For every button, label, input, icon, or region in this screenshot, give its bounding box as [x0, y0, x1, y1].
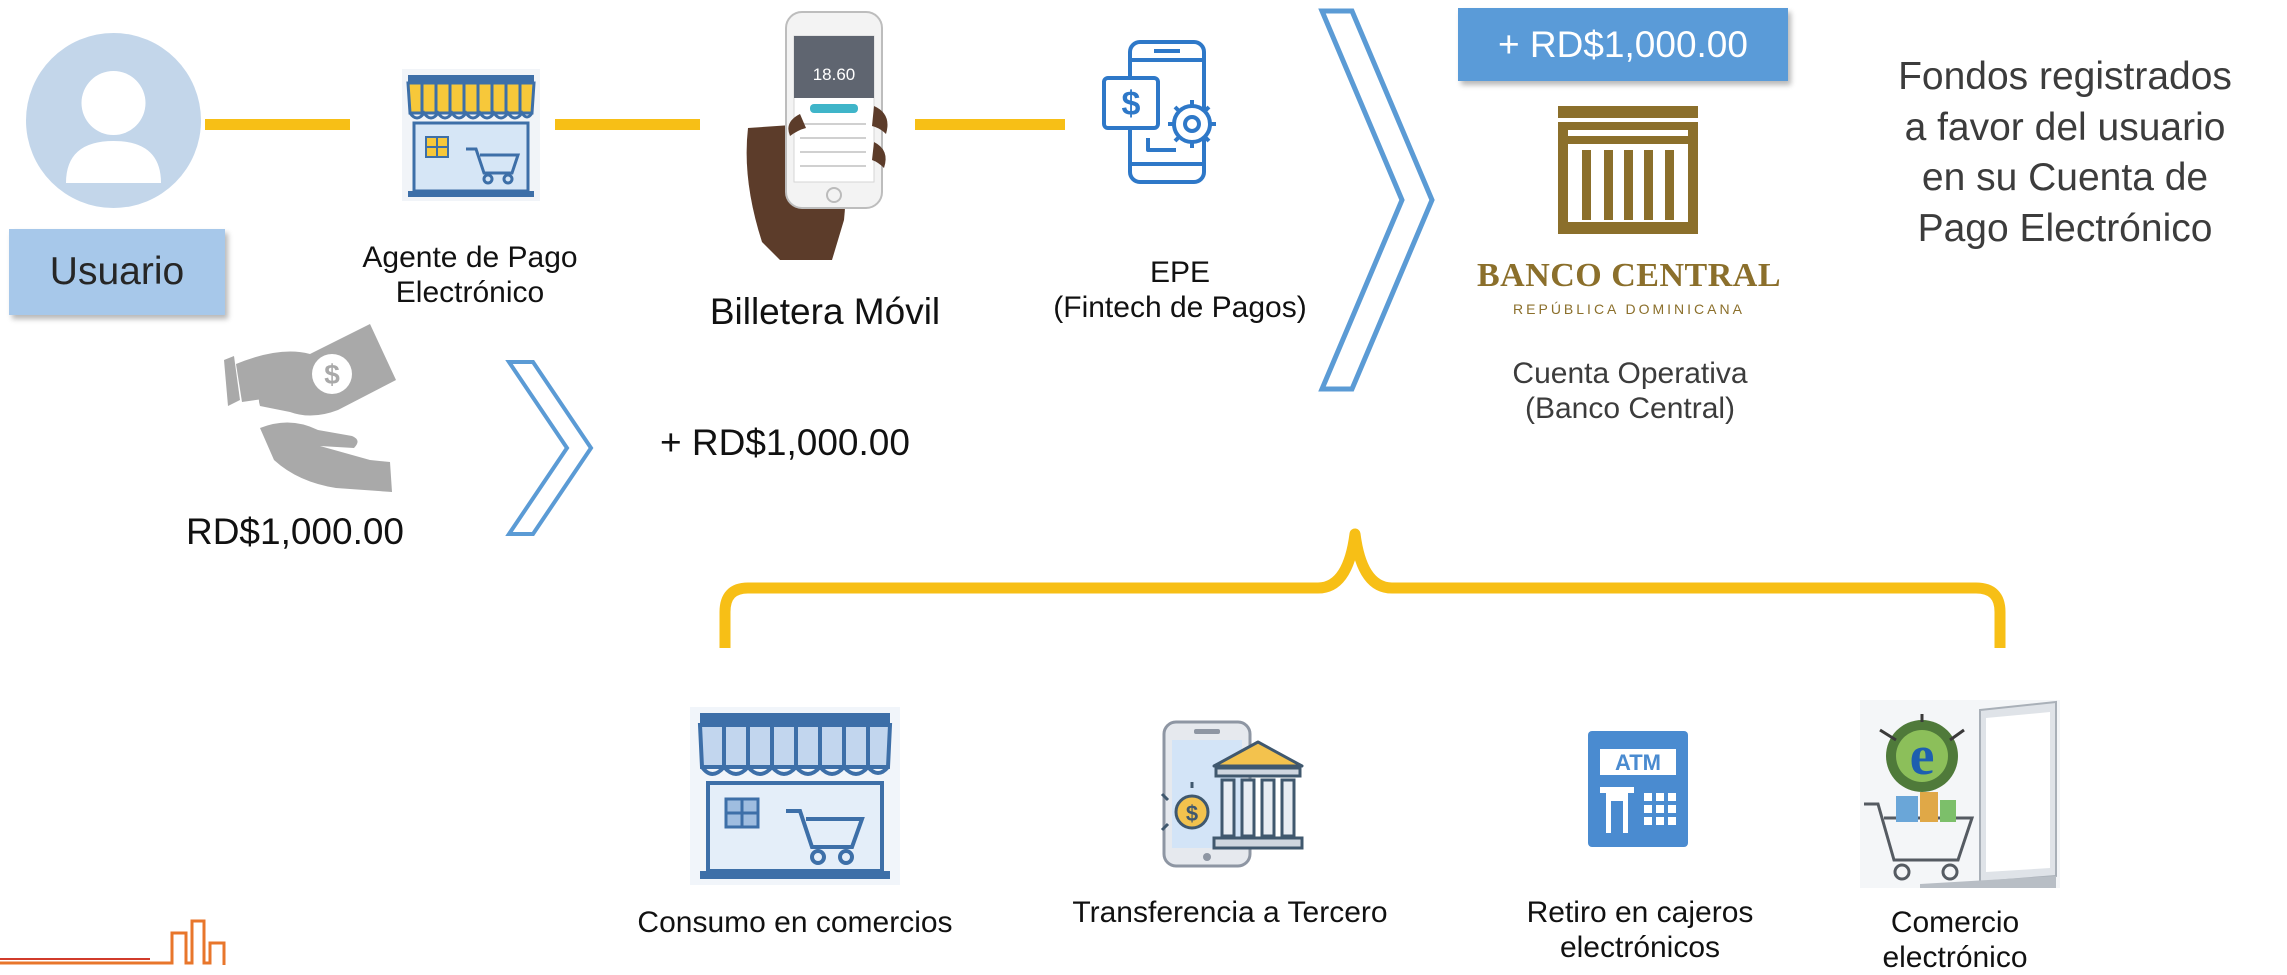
- connector-agent-wallet: [555, 119, 700, 130]
- user-label: Usuario: [49, 250, 185, 293]
- phone-bank-transfer-icon: $: [1160, 720, 1304, 868]
- operating-account-line2: (Banco Central): [1524, 392, 1736, 426]
- epe-label-line2: (Fintech de Pagos): [1053, 291, 1307, 325]
- transfer-amount-label: + RD$1,000.00: [660, 422, 910, 463]
- agent-label: Agente de Pago Electrónico: [340, 240, 600, 310]
- bank-credit-badge: + RD$1,000.00: [1458, 8, 1788, 81]
- ecommerce-label-line1: Comercio: [1890, 906, 2020, 939]
- agent-label-line2: Electrónico: [395, 276, 545, 310]
- funds-note-line1: Fondos registrados: [1898, 55, 2232, 98]
- bank-credit-amount: + RD$1,000.00: [1498, 23, 1748, 65]
- atm-text: ATM: [1615, 750, 1661, 775]
- large-chevron-arrow: [1318, 8, 1435, 392]
- atm-label-line2: electrónicos: [1559, 931, 1721, 965]
- svg-text:$: $: [324, 359, 340, 390]
- corner-logo-mark: [0, 919, 226, 965]
- small-chevron-arrow: [505, 360, 594, 536]
- banco-central-logo: [1558, 106, 1698, 234]
- funds-registered-note: Fondos registrados a favor del usuario e…: [1870, 52, 2260, 255]
- merchant-store-icon: [690, 707, 900, 885]
- atm-label-line1: Retiro en cajeros: [1526, 896, 1754, 929]
- connector-user-agent: [205, 119, 350, 130]
- epe-label: EPE (Fintech de Pagos): [1040, 255, 1320, 325]
- epe-label-line1: EPE: [1149, 256, 1211, 289]
- atm-withdrawal-label: Retiro en cajeros electrónicos: [1495, 895, 1785, 965]
- operating-account-label: Cuenta Operativa (Banco Central): [1450, 356, 1810, 426]
- svg-text:e: e: [1910, 725, 1935, 787]
- user-label-box: Usuario: [9, 229, 225, 315]
- svg-text:$: $: [1122, 85, 1141, 123]
- funds-note-line2: a favor del usuario: [1904, 105, 2226, 149]
- distribution-brace: [719, 528, 2006, 648]
- commerce-label: Consumo en comercios: [637, 906, 953, 939]
- atm-icon: ATM: [1588, 731, 1688, 847]
- third-party-transfer-label: Transferencia a Tercero: [1072, 896, 1388, 929]
- banco-central-country: REPÚBLICA DOMINICANA: [1513, 301, 1745, 317]
- phone-balance-text: 18.60: [813, 65, 856, 84]
- ecommerce-laptop-cart-icon: e: [1860, 700, 2060, 888]
- ecommerce-label-line2: electrónico: [1882, 941, 2028, 975]
- wallet-label: Billetera Móvil: [709, 291, 941, 332]
- agent-label-line1: Agente de Pago: [362, 241, 578, 274]
- user-avatar-icon: [26, 33, 201, 208]
- funds-note-line4: Pago Electrónico: [1917, 207, 2213, 251]
- mobile-wallet-phone-icon: 18.60: [746, 11, 888, 260]
- cash-payment-hands-icon: $: [224, 324, 396, 492]
- cash-amount-label: RD$1,000.00: [185, 511, 405, 552]
- operating-account-line1: Cuenta Operativa: [1512, 357, 1748, 390]
- svg-text:$: $: [1186, 801, 1198, 826]
- store-icon: [402, 69, 540, 201]
- banco-central-wordmark: BANCO CENTRAL: [1476, 257, 1782, 294]
- fintech-phone-gear-icon: $: [1102, 40, 1216, 184]
- funds-note-line3: en su Cuenta de: [1921, 156, 2209, 200]
- connector-wallet-epe: [915, 119, 1065, 130]
